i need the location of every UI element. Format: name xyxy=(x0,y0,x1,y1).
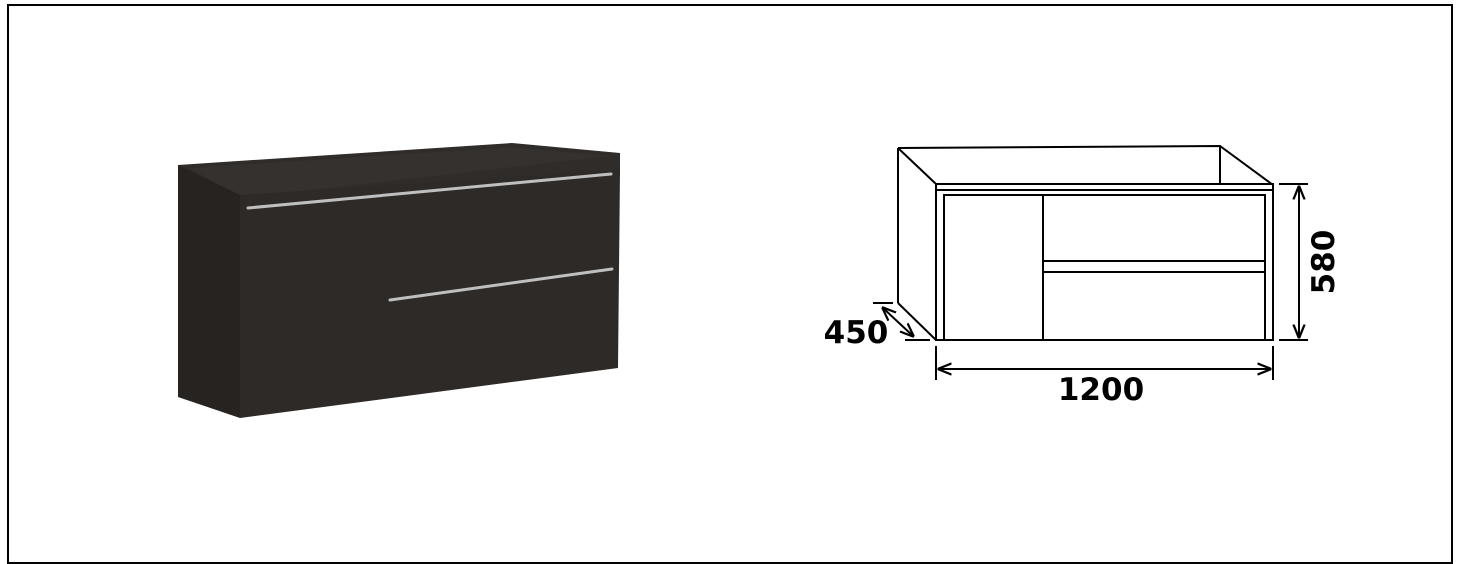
drawing-left-side-bottom xyxy=(897,302,937,341)
height-dimension-label: 580 xyxy=(1306,230,1342,295)
lower-drawer-handle xyxy=(388,267,614,302)
drawing-left-depth-top xyxy=(897,147,937,185)
cabinet-render xyxy=(178,143,620,418)
depth-dimension-label: 450 xyxy=(824,315,889,351)
product-drawing-canvas: 1200 450 580 xyxy=(178,143,1342,418)
width-dimension-label: 1200 xyxy=(1058,372,1144,408)
drawing-top-rim xyxy=(897,144,1274,186)
cabinet-top-cavity xyxy=(190,147,610,198)
technical-drawing xyxy=(897,144,1274,341)
drawing-front-inner xyxy=(943,194,1266,341)
upper-drawer-handle xyxy=(246,172,613,210)
depth-dimension-arrow xyxy=(883,308,913,336)
dimension-lines xyxy=(873,183,1308,380)
cabinet-left-side xyxy=(178,165,240,418)
